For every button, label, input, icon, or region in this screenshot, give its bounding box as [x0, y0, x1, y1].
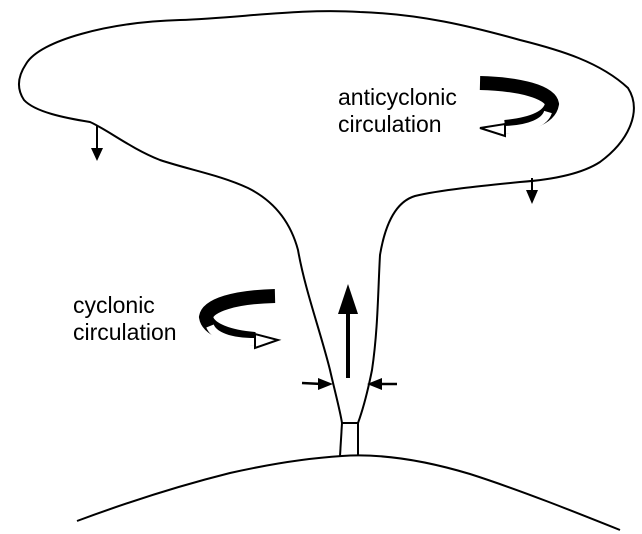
down-arrow-left-icon	[91, 126, 103, 161]
converging-arrow-left-icon	[302, 378, 333, 390]
ground-hill-outline	[77, 455, 620, 530]
funnel-tube	[340, 423, 358, 456]
cyclonic-label-line1: cyclonic	[73, 292, 177, 319]
cyclonic-label-line2: circulation	[73, 319, 177, 346]
cyclonic-rotation-arrow-icon	[206, 296, 278, 348]
cyclonic-circulation-label: cyclonic circulation	[73, 292, 177, 346]
converging-arrow-right-icon	[367, 378, 397, 390]
anticyclonic-label-line1: anticyclonic	[338, 84, 457, 111]
anticyclonic-label-line2: circulation	[338, 111, 457, 138]
anticyclonic-circulation-label: anticyclonic circulation	[338, 84, 457, 138]
cloud-funnel-outline	[19, 11, 634, 423]
